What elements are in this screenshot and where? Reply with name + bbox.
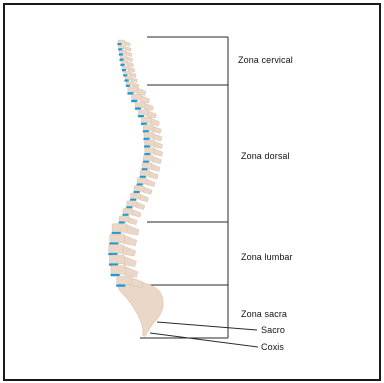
label-coxis: Coxis (261, 342, 284, 352)
vertebra (109, 245, 124, 254)
vertebra (128, 87, 138, 93)
vertebra (119, 45, 126, 48)
label-zona-lumbar: Zona lumbar (241, 252, 293, 262)
vertebra (143, 125, 153, 131)
spinous-process (123, 256, 136, 267)
spinous-process (131, 277, 144, 288)
vertebra (110, 234, 125, 243)
vertebra (126, 82, 133, 85)
vertebra (145, 140, 155, 146)
vertebra (123, 208, 133, 214)
vertebra (117, 276, 132, 285)
vertebra (119, 216, 129, 222)
vertebra (132, 94, 142, 100)
vertebra (111, 266, 126, 275)
spinous-process (125, 267, 138, 278)
label-zona-dorsal: Zona dorsal (241, 151, 290, 161)
spinous-process (126, 225, 139, 236)
coxis-pointer-line (150, 333, 258, 347)
spinous-process (153, 133, 162, 141)
spinous-process (136, 202, 145, 210)
vertebra (135, 102, 145, 108)
vertebra (109, 255, 124, 264)
vertebra (121, 61, 128, 64)
vertebra (144, 132, 154, 138)
spinous-process (154, 141, 163, 149)
spinous-process (143, 187, 152, 195)
vertebra (145, 148, 155, 154)
vertebra (119, 50, 126, 53)
vertebra (131, 193, 141, 199)
label-zona-cervical: Zona cervical (238, 55, 293, 65)
vertebra (140, 170, 150, 176)
vertebra (118, 40, 125, 43)
spinous-process (152, 156, 161, 164)
spinous-process (146, 179, 155, 187)
intervertebral-disc (116, 284, 125, 286)
spinous-process (132, 209, 141, 217)
sacrum-bone (118, 282, 163, 337)
vertebra (127, 201, 137, 207)
spinous-process (140, 194, 149, 202)
vertebra (120, 56, 127, 59)
label-zona-sacra: Zona sacra (241, 309, 287, 319)
spinous-process (123, 246, 136, 257)
vertebra (143, 155, 153, 161)
vertebra (122, 66, 129, 69)
vertebra (142, 163, 152, 169)
vertebra (138, 110, 148, 116)
vertebra (125, 76, 132, 79)
spinous-process (154, 149, 163, 157)
sacro-pointer-line (157, 322, 257, 330)
spinous-process (151, 164, 160, 172)
vertebra (112, 224, 127, 233)
spinous-process (124, 235, 137, 246)
spinous-process (152, 126, 161, 134)
vertebra (137, 178, 147, 184)
vertebral-column (108, 40, 163, 288)
spinous-process (149, 171, 158, 179)
vertebra (124, 71, 131, 74)
spinous-process (128, 217, 137, 225)
vertebra (141, 117, 151, 123)
vertebra (134, 186, 144, 192)
label-sacro: Sacro (261, 325, 285, 335)
